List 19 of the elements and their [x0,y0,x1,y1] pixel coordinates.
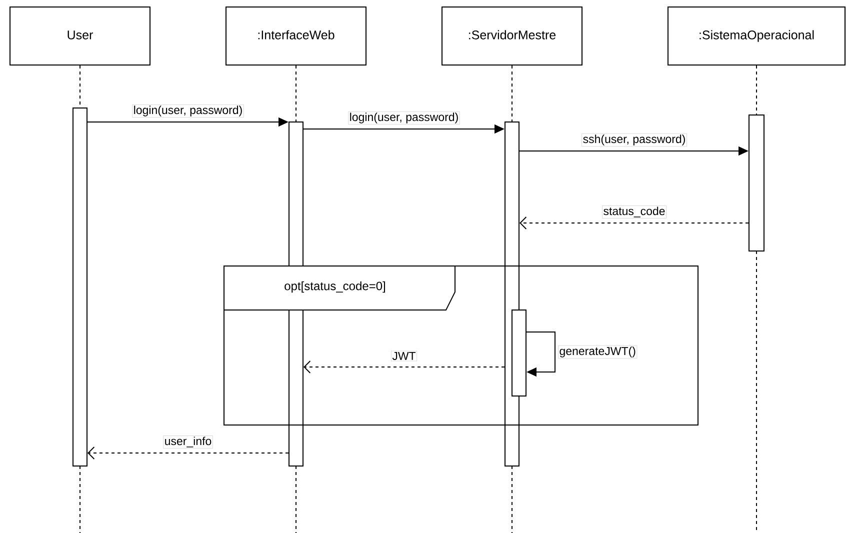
participant-box: User [10,6,150,66]
edge-label: generateJWT() [558,345,638,359]
edge-label: ssh(user, password) [582,133,687,147]
activation-bar [72,108,88,466]
activation-bar [512,310,526,396]
participant-box: :SistemaOperacional [668,6,846,66]
return-arrow [88,446,289,460]
edge-label: login(user, password) [132,104,244,118]
participant-box: :ServidorMestre [442,6,582,66]
self-message-arrow [526,332,556,377]
edge-label: user_info [163,435,213,449]
lifeline [756,65,757,115]
participant-box: :InterfaceWeb [226,6,366,66]
edge-label: login(user, password) [348,111,460,125]
edge-label: JWT [390,350,418,362]
activation-bar [748,114,764,252]
return-arrow [304,360,505,374]
return-arrow [520,216,749,230]
edge-label: status_code [602,205,667,219]
